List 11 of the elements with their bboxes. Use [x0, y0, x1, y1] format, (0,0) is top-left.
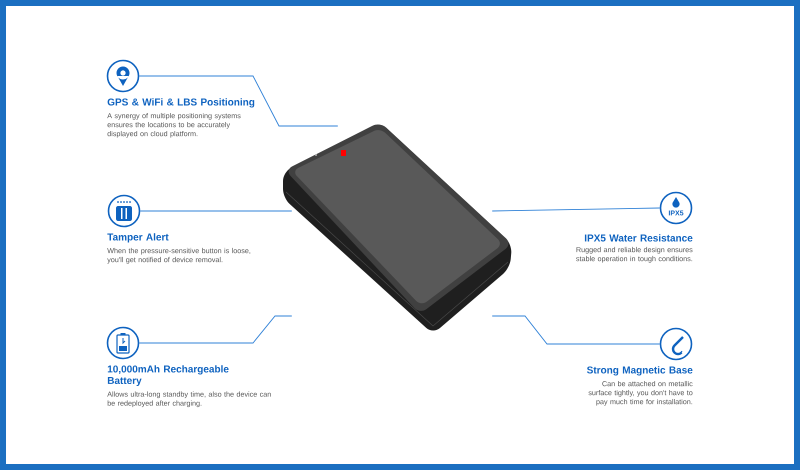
feature-title: GPS & WiFi & LBS Positioning: [108, 98, 254, 108]
feature-title: Tamper Alert: [107, 233, 169, 242]
tracker-device-drawing: [283, 124, 512, 330]
feature-title: IPX5 Water Resistance: [584, 234, 692, 242]
feature-title: 10,000mAh Rechargeable Battery: [108, 365, 229, 386]
feature-title: Strong Magnetic Base: [586, 366, 692, 376]
leader-line: [138, 316, 292, 344]
leader-line: [492, 316, 660, 344]
leader-line: [492, 208, 660, 212]
leader-line: [140, 210, 292, 212]
leader-line: [138, 76, 338, 126]
